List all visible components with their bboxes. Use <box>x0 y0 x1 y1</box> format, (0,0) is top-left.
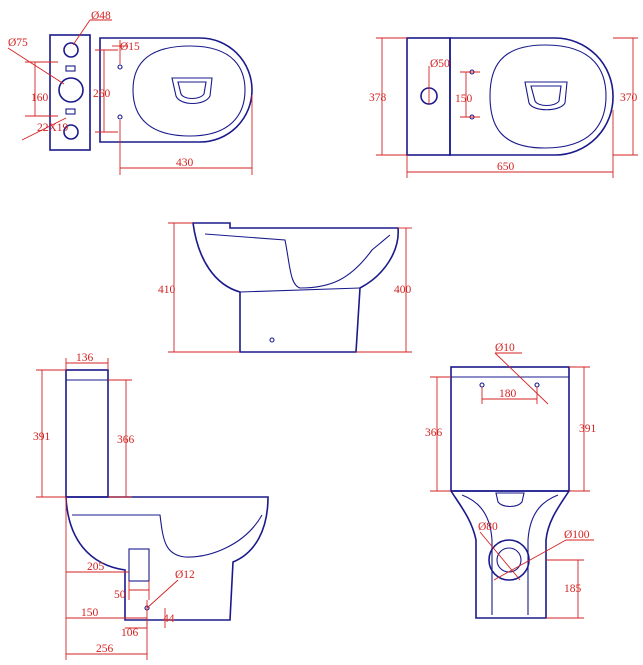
label-dia-15: Ø15 <box>120 41 140 53</box>
label-dia-48: Ø48 <box>91 10 111 22</box>
leader-80 <box>479 531 521 581</box>
label-dia-10: Ø10 <box>495 342 515 354</box>
label-160: 160 <box>31 92 49 104</box>
plan-view-holes: Ø48 Ø75 Ø15 160 260 22X19 430 <box>7 10 253 175</box>
back-pedestal <box>449 490 571 619</box>
section-view: 136 391 366 205 50 Ø12 150 44 106 256 <box>33 352 269 660</box>
fix-hole-2 <box>117 114 123 120</box>
label-150: 150 <box>455 93 473 105</box>
label-391-back: 391 <box>579 423 597 435</box>
label-dia-75: Ø75 <box>8 37 28 49</box>
bowl-top-outline <box>449 37 614 156</box>
bowl-trap-inner <box>177 81 207 100</box>
leader-100 <box>493 539 567 581</box>
label-dia-80: Ø80 <box>478 521 498 533</box>
side-outline <box>192 222 399 353</box>
hole-lower <box>63 124 79 140</box>
bowl-rim <box>132 45 246 137</box>
leader-22x19 <box>21 117 67 141</box>
label-50: 50 <box>114 589 126 601</box>
back-fix-hole-2 <box>534 382 540 388</box>
label-dia-50: Ø50 <box>430 58 450 70</box>
label-378: 378 <box>369 92 387 104</box>
side-fix-hole <box>269 337 275 343</box>
back-view: Ø10 180 366 391 Ø80 Ø100 185 <box>425 342 597 619</box>
bowl-trap <box>171 77 213 105</box>
label-430: 430 <box>176 157 194 169</box>
label-391: 391 <box>33 431 51 443</box>
slot-upper <box>65 65 76 72</box>
bowl-top-rim <box>489 44 607 149</box>
side-inner-contour <box>204 233 391 289</box>
section-bowl-inner <box>72 514 263 558</box>
section-bowl-outline <box>65 496 269 621</box>
side-base-line <box>239 287 361 293</box>
label-150-sec: 150 <box>81 607 99 619</box>
back-outlet-100 <box>488 539 530 581</box>
label-22x19: 22X19 <box>37 122 69 134</box>
label-366: 366 <box>117 434 135 446</box>
plan-view-top: Ø50 378 150 370 650 <box>369 37 638 178</box>
fix-hole-1 <box>117 64 123 70</box>
side-view: 410 400 <box>158 222 412 353</box>
back-pedestal-inner <box>461 494 559 615</box>
label-180: 180 <box>499 388 517 400</box>
leader-48 <box>72 19 91 46</box>
hole-48 <box>63 42 79 58</box>
leader-75 <box>7 47 65 85</box>
cistern-top-outline <box>406 37 451 156</box>
label-400: 400 <box>394 284 412 296</box>
label-185: 185 <box>564 583 582 595</box>
leader-12 <box>146 579 179 609</box>
back-cistern <box>450 366 570 492</box>
label-260: 260 <box>93 88 111 100</box>
label-dia-12: Ø12 <box>175 569 195 581</box>
back-trap <box>495 492 525 508</box>
back-outlet-80 <box>496 547 522 573</box>
label-410: 410 <box>158 284 176 296</box>
bowl-outline <box>99 37 253 143</box>
label-370: 370 <box>620 92 638 104</box>
label-256: 256 <box>96 643 114 655</box>
leader-10 <box>494 352 549 405</box>
back-fix-hole-1 <box>479 382 485 388</box>
label-44: 44 <box>163 613 175 625</box>
label-650: 650 <box>497 161 515 173</box>
label-dia-100: Ø100 <box>564 529 590 541</box>
trap-top <box>524 81 568 111</box>
label-106: 106 <box>121 627 139 639</box>
section-outlet <box>128 548 150 582</box>
hole-75 <box>58 77 84 103</box>
label-366-back: 366 <box>425 427 443 439</box>
slot-lower <box>65 108 76 115</box>
label-136: 136 <box>76 352 94 364</box>
label-205: 205 <box>87 561 105 573</box>
section-cistern <box>65 369 109 498</box>
trap-top-inner <box>530 85 562 107</box>
